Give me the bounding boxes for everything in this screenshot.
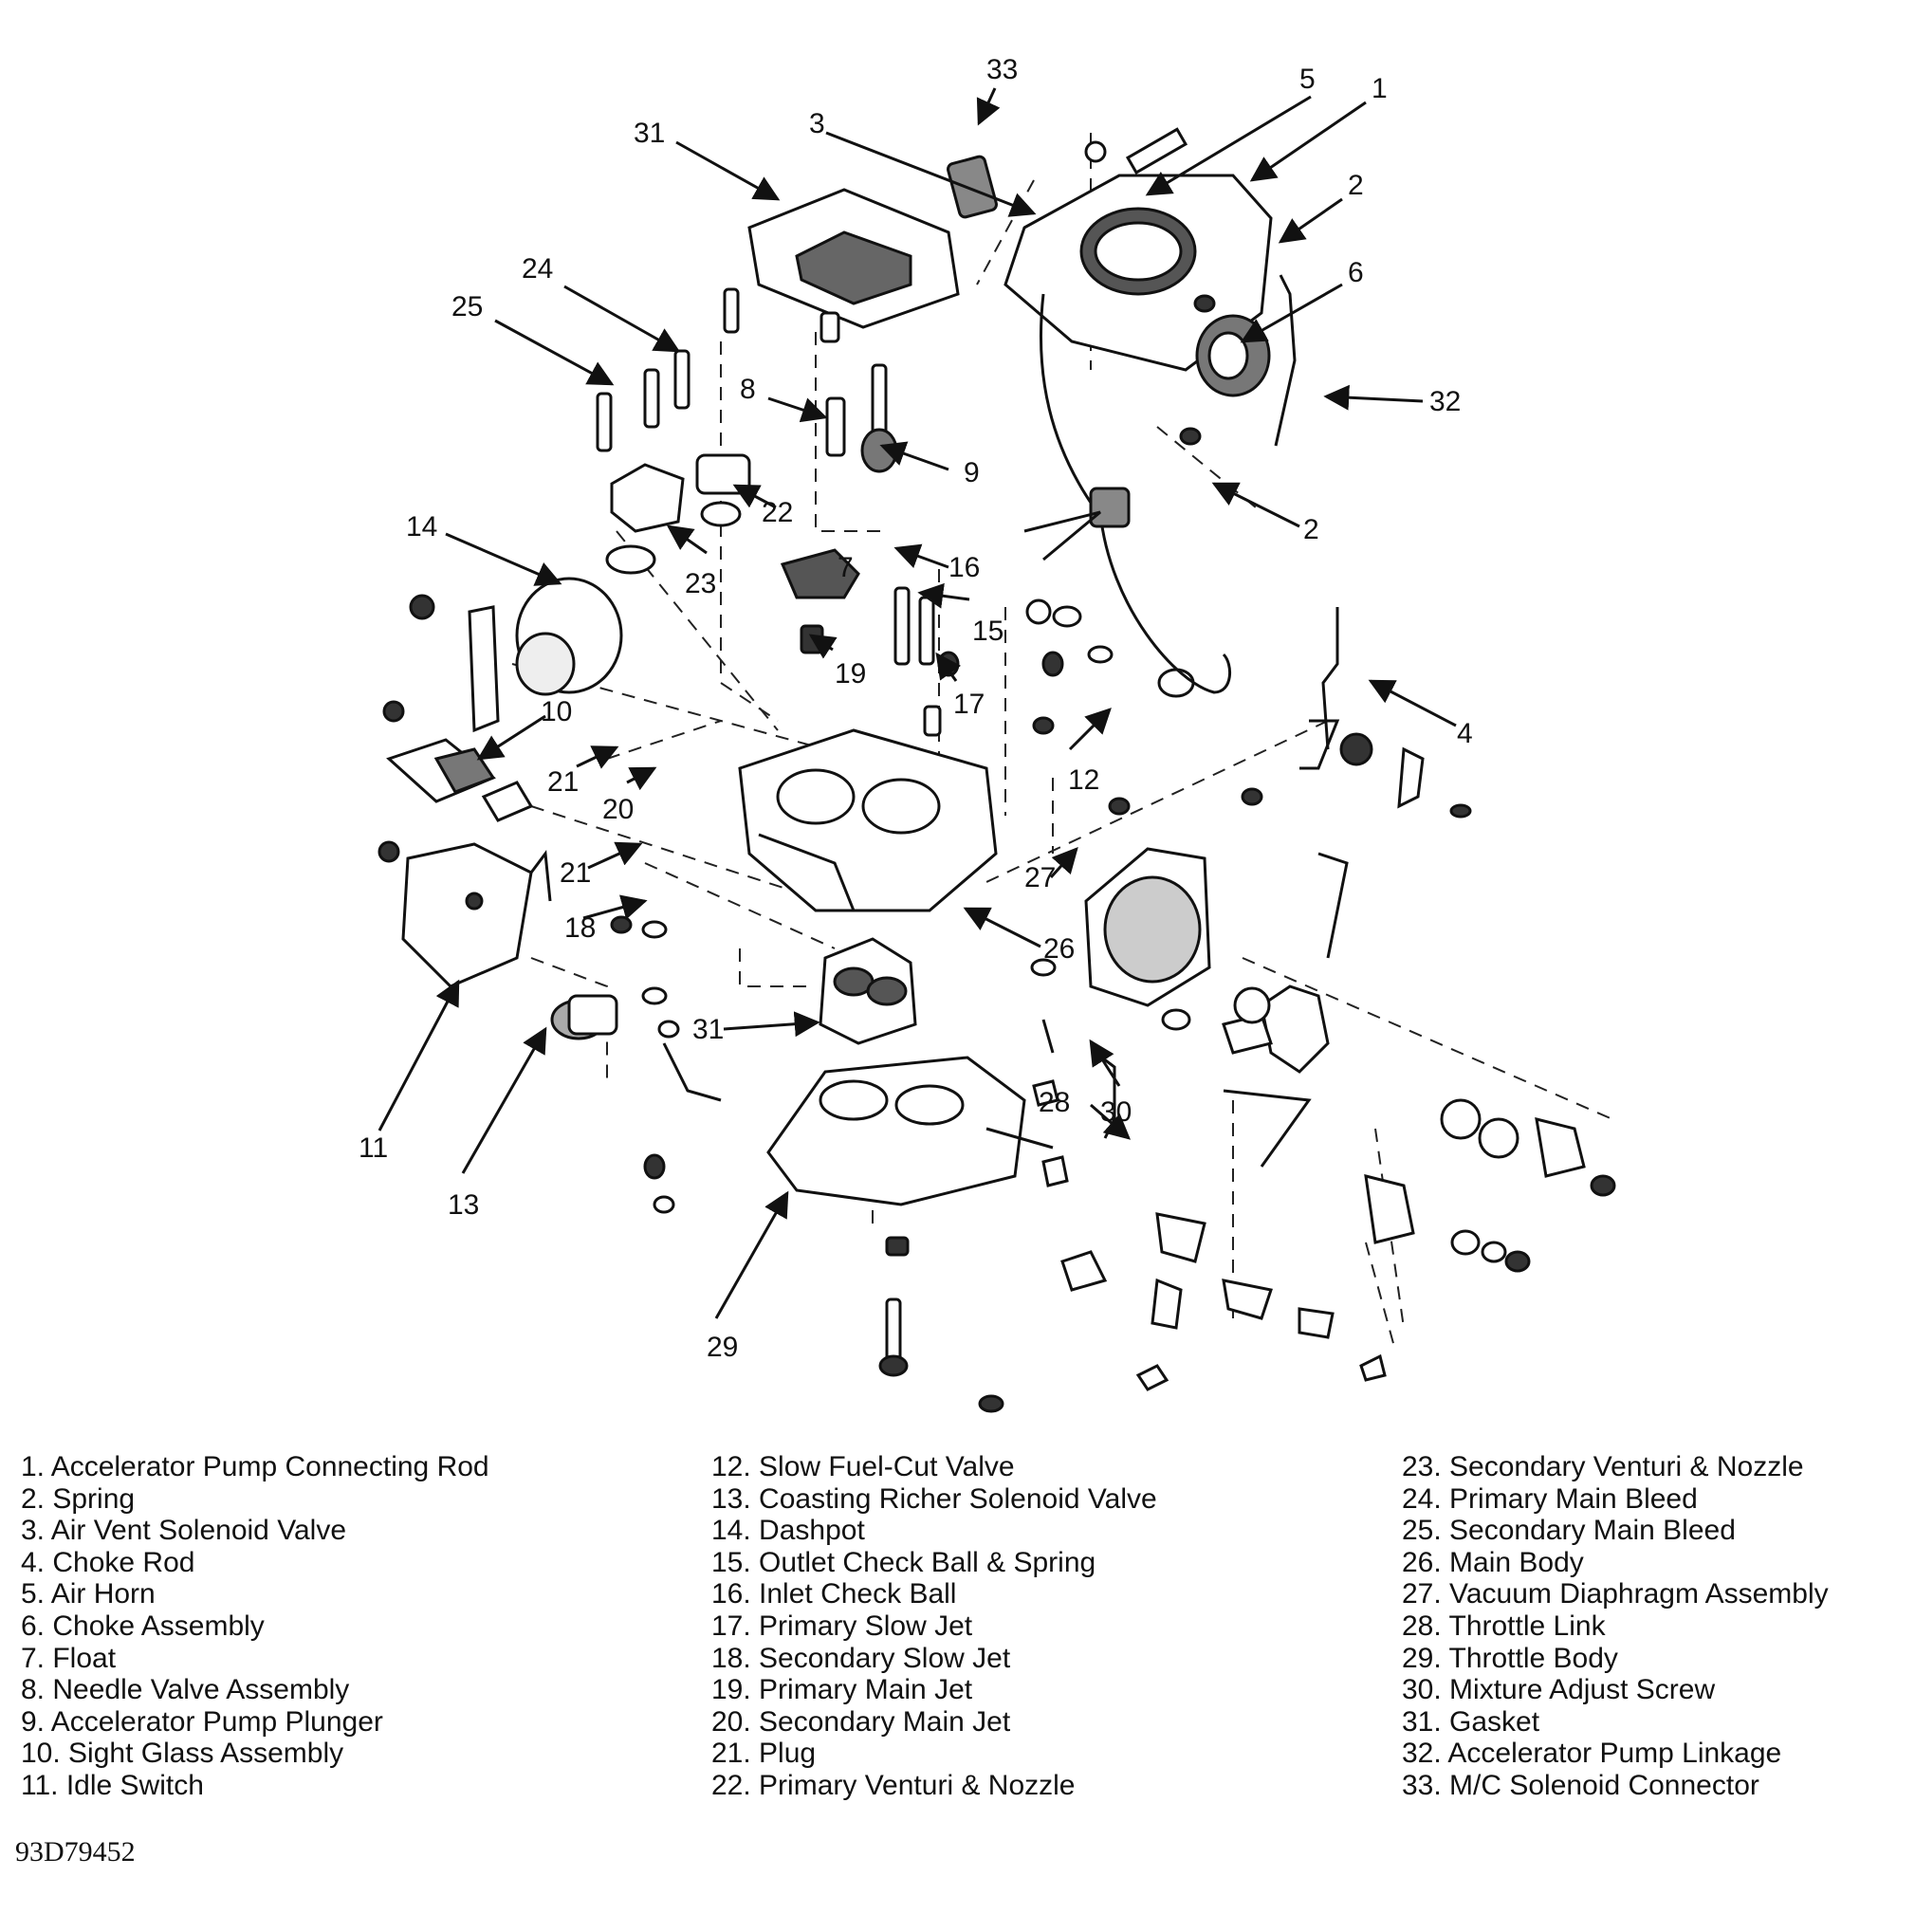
legend-entry: 28. Throttle Link	[1402, 1610, 1606, 1642]
callout-number: 21	[560, 857, 591, 889]
callout-number: 1	[1372, 73, 1388, 104]
callout-number: 24	[522, 253, 553, 285]
callout-number: 17	[953, 689, 985, 720]
callout-number: 32	[1429, 386, 1461, 417]
callout-number: 20	[602, 794, 634, 825]
legend-entry: 1. Accelerator Pump Connecting Rod	[21, 1451, 489, 1482]
legend-entry: 14. Dashpot	[711, 1515, 865, 1547]
legend-entry: 15. Outlet Check Ball & Spring	[711, 1546, 1096, 1578]
callout-number: 30	[1100, 1096, 1132, 1128]
legend-entry: 10. Sight Glass Assembly	[21, 1738, 344, 1770]
legend-entry: 17. Primary Slow Jet	[711, 1610, 973, 1642]
lower-gasket-part	[819, 937, 917, 1045]
callout-number: 25	[451, 291, 483, 322]
callout-number: 7	[838, 552, 854, 583]
callout-number: 29	[707, 1332, 738, 1363]
callout-number: 27	[1024, 862, 1056, 893]
callout-number: 15	[972, 616, 1004, 647]
legend-entry: 31. Gasket	[1402, 1705, 1540, 1738]
top-gasket-part	[747, 188, 960, 329]
leader-arrows	[377, 87, 1457, 1319]
callout-number: 10	[541, 696, 572, 727]
legend-entry: 23. Secondary Venturi & Nozzle	[1402, 1451, 1804, 1482]
callout-number: 21	[547, 766, 579, 798]
choke-assembly-part	[1195, 314, 1271, 397]
figure-id: 93D79452	[15, 1836, 136, 1868]
callout-number: 6	[1348, 257, 1364, 288]
callout-number: 31	[692, 1014, 724, 1045]
legend-entry: 12. Slow Fuel-Cut Valve	[711, 1451, 1015, 1482]
mc-solenoid-connector-part	[947, 155, 998, 219]
float-part	[780, 548, 860, 599]
callout-number: 2	[1348, 170, 1364, 201]
legend-entry: 20. Secondary Main Jet	[711, 1705, 1011, 1738]
callout-number: 3	[809, 108, 825, 139]
legend-entry: 24. Primary Main Bleed	[1402, 1482, 1698, 1515]
callout-number: 5	[1299, 64, 1316, 95]
legend-entry: 19. Primary Main Jet	[711, 1674, 973, 1706]
legend-entry: 9. Accelerator Pump Plunger	[21, 1705, 383, 1738]
legend-entry: 7. Float	[21, 1642, 117, 1674]
callout-number: 13	[448, 1189, 479, 1221]
legend-entry: 21. Plug	[711, 1738, 817, 1770]
callout-number: 16	[948, 552, 980, 583]
legend-entry: 33. M/C Solenoid Connector	[1402, 1769, 1759, 1801]
dashpot-part	[409, 577, 623, 733]
exploded-carburetor-diagram: 33 5 1 3 31 2 6 24 25 8 32 9 22 2 14 7 1…	[359, 54, 1616, 1413]
legend-entry: 6. Choke Assembly	[21, 1610, 265, 1642]
callout-labels: 33 5 1 3 31 2 6 24 25 8 32 9 22 2 14 7 1…	[359, 54, 1473, 1363]
callout-number: 22	[762, 497, 793, 528]
wire-harness-part	[1023, 293, 1232, 694]
legend-entry: 4. Choke Rod	[21, 1546, 195, 1578]
legend-entry: 16. Inlet Check Ball	[711, 1578, 957, 1610]
legend-entry: 29. Throttle Body	[1402, 1642, 1618, 1674]
coasting-solenoid-part	[550, 994, 618, 1040]
legend-entry: 27. Vacuum Diaphragm Assembly	[1402, 1578, 1829, 1610]
callout-number: 12	[1068, 764, 1099, 796]
legend-entry: 8. Needle Valve Assembly	[21, 1674, 350, 1706]
legend-entry: 13. Coasting Richer Solenoid Valve	[711, 1482, 1157, 1515]
callout-number: 2	[1303, 514, 1319, 545]
legend-column: 1. Accelerator Pump Connecting Rod 2. Sp…	[21, 1451, 489, 1802]
callout-number: 19	[835, 658, 866, 690]
callout-number: 33	[986, 54, 1018, 85]
legend-entry: 2. Spring	[21, 1482, 136, 1515]
legend-entry: 18. Secondary Slow Jet	[711, 1642, 1011, 1674]
callout-number: 4	[1457, 718, 1473, 749]
callout-number: 14	[406, 511, 437, 543]
callout-number: 11	[359, 1132, 388, 1164]
legend-entry: 22. Primary Venturi & Nozzle	[711, 1769, 1076, 1801]
legend-entry: 3. Air Vent Solenoid Valve	[21, 1515, 347, 1547]
idle-switch-part	[377, 840, 552, 988]
callout-number: 18	[564, 912, 596, 944]
vacuum-diaphragm-part	[1084, 847, 1211, 1007]
venturi-part	[605, 453, 751, 575]
jets-and-screws-part	[596, 287, 942, 737]
legend-column: 23. Secondary Venturi & Nozzle 24. Prima…	[1402, 1451, 1829, 1802]
legend-column: 12. Slow Fuel-Cut Valve 13. Coasting Ric…	[711, 1451, 1157, 1802]
legend-entry: 25. Secondary Main Bleed	[1402, 1515, 1736, 1547]
legend-entry: 26. Main Body	[1402, 1546, 1584, 1578]
callout-number: 31	[634, 118, 665, 149]
callout-number: 8	[740, 374, 756, 405]
callout-number: 23	[685, 568, 716, 599]
legend-entry: 30. Mixture Adjust Screw	[1402, 1674, 1716, 1706]
main-body-part	[738, 728, 998, 912]
sight-glass-part	[382, 700, 534, 822]
callout-number: 28	[1039, 1087, 1070, 1118]
legend-entry: 5. Air Horn	[21, 1578, 156, 1610]
legend-entry: 32. Accelerator Pump Linkage	[1402, 1738, 1782, 1770]
callout-number: 9	[964, 457, 980, 488]
callout-number: 26	[1043, 933, 1075, 965]
throttle-body-part	[766, 1056, 1054, 1206]
legend-entry: 11. Idle Switch	[21, 1769, 204, 1801]
